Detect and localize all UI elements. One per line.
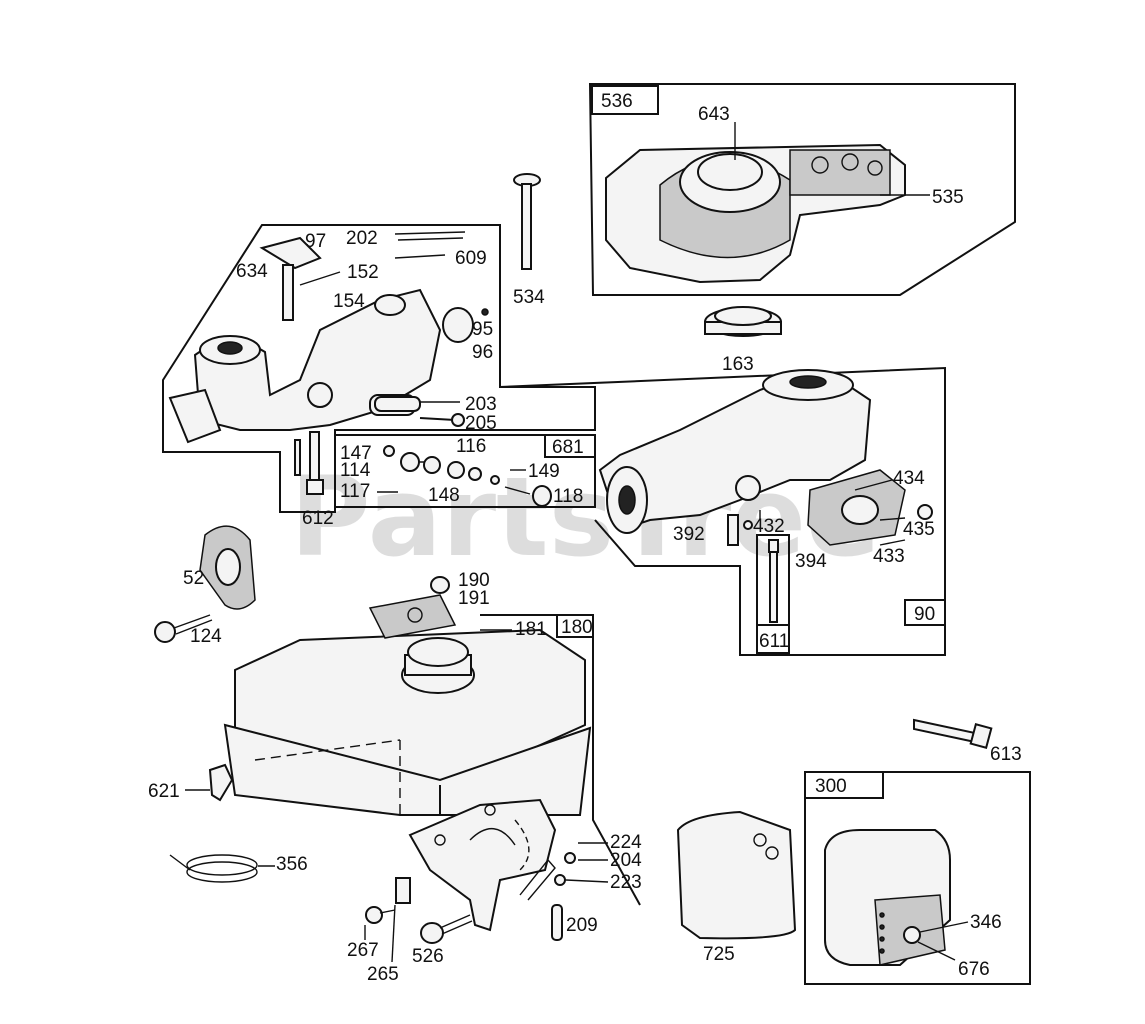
box-536-label: 536 [601, 91, 633, 112]
label-52: 52 [183, 568, 204, 589]
label-96: 96 [472, 342, 493, 363]
box-90-label: 90 [914, 604, 935, 625]
muffler [824, 829, 951, 966]
label-205: 205 [465, 413, 497, 434]
spring-209 [551, 904, 563, 941]
label-148: 148 [428, 485, 460, 506]
box-536 [591, 85, 659, 115]
label-433: 433 [873, 546, 905, 567]
needle-valve-parts [383, 445, 552, 507]
tank-group-outline [480, 614, 641, 906]
tank-bracket [408, 798, 557, 932]
label-535: 535 [932, 187, 964, 208]
pin-203 [374, 396, 421, 412]
label-97: 97 [305, 231, 326, 252]
label-609: 609 [455, 248, 487, 269]
box-611-label: 611 [759, 631, 789, 652]
label-676: 676 [958, 959, 990, 980]
clamp-356 [169, 854, 258, 883]
carb-90-outline-bottom [594, 519, 946, 656]
label-154: 154 [333, 291, 365, 312]
gasket-191 [368, 594, 457, 639]
screw-267 [365, 906, 396, 924]
carburetor-body [168, 288, 442, 444]
label-434: 434 [893, 468, 925, 489]
diaphragm-394 [807, 469, 906, 546]
label-392: 392 [673, 524, 705, 545]
air-cleaner-group-outline [588, 83, 1016, 296]
fuel-cap-181 [401, 637, 475, 694]
label-191: 191 [458, 588, 490, 609]
air-cleaner-housing [605, 143, 906, 284]
label-534: 534 [513, 287, 545, 308]
label-147: 147 [340, 443, 372, 464]
fuel-tank [223, 628, 592, 816]
clip-265 [395, 877, 411, 904]
label-124: 124 [190, 626, 222, 647]
label-224: 224 [610, 832, 642, 853]
screw-611 [768, 539, 779, 623]
box-681-outline [334, 434, 596, 508]
label-149: 149 [528, 461, 560, 482]
label-204: 204 [610, 850, 642, 871]
gasket-725 [676, 810, 797, 940]
label-190: 190 [458, 570, 490, 591]
label-265: 265 [367, 964, 399, 985]
box-300-label: 300 [815, 776, 847, 797]
label-95: 95 [472, 319, 493, 340]
choke-lever [259, 236, 322, 321]
label-621: 621 [148, 781, 180, 802]
label-116: 116 [456, 436, 486, 457]
label-118: 118 [553, 486, 583, 507]
bolt-613 [913, 718, 993, 749]
box-300-outline [804, 771, 1031, 985]
label-725: 725 [703, 944, 735, 965]
label-526: 526 [412, 946, 444, 967]
box-300 [804, 771, 884, 799]
label-612: 612 [302, 508, 334, 529]
link-223 [519, 852, 576, 901]
gasket-52 [199, 525, 256, 610]
label-613: 613 [990, 744, 1022, 765]
box-681-label: 681 [552, 437, 584, 458]
seal-163 [704, 306, 782, 337]
label-435: 435 [903, 519, 935, 540]
throttle-plate-95 [442, 307, 489, 343]
label-181: 181 [515, 619, 547, 640]
screw-190 [430, 576, 450, 594]
bolt-526 [420, 914, 473, 944]
shaft-612 [294, 431, 324, 495]
label-223: 223 [610, 872, 642, 893]
label-643: 643 [698, 104, 730, 125]
screw-205 [419, 413, 465, 427]
label-634: 634 [236, 261, 268, 282]
label-394: 394 [795, 551, 827, 572]
carburetor-90-body [598, 369, 872, 534]
label-114: 114 [340, 460, 371, 481]
label-356: 356 [276, 854, 308, 875]
box-90 [904, 599, 946, 626]
bolt-534 [513, 173, 541, 270]
bolt-124 [154, 614, 213, 643]
label-117: 117 [340, 481, 370, 502]
label-163: 163 [722, 354, 754, 375]
box-180 [556, 614, 594, 638]
label-202: 202 [346, 228, 378, 249]
box-611 [756, 624, 790, 654]
label-432: 432 [753, 516, 785, 537]
label-346: 346 [970, 912, 1002, 933]
box-180-label: 180 [561, 617, 593, 638]
clip-621 [208, 763, 234, 802]
label-203: 203 [465, 394, 497, 415]
box-681 [544, 434, 596, 458]
label-209: 209 [566, 915, 598, 936]
label-267: 267 [347, 940, 379, 961]
label-152: 152 [347, 262, 379, 283]
